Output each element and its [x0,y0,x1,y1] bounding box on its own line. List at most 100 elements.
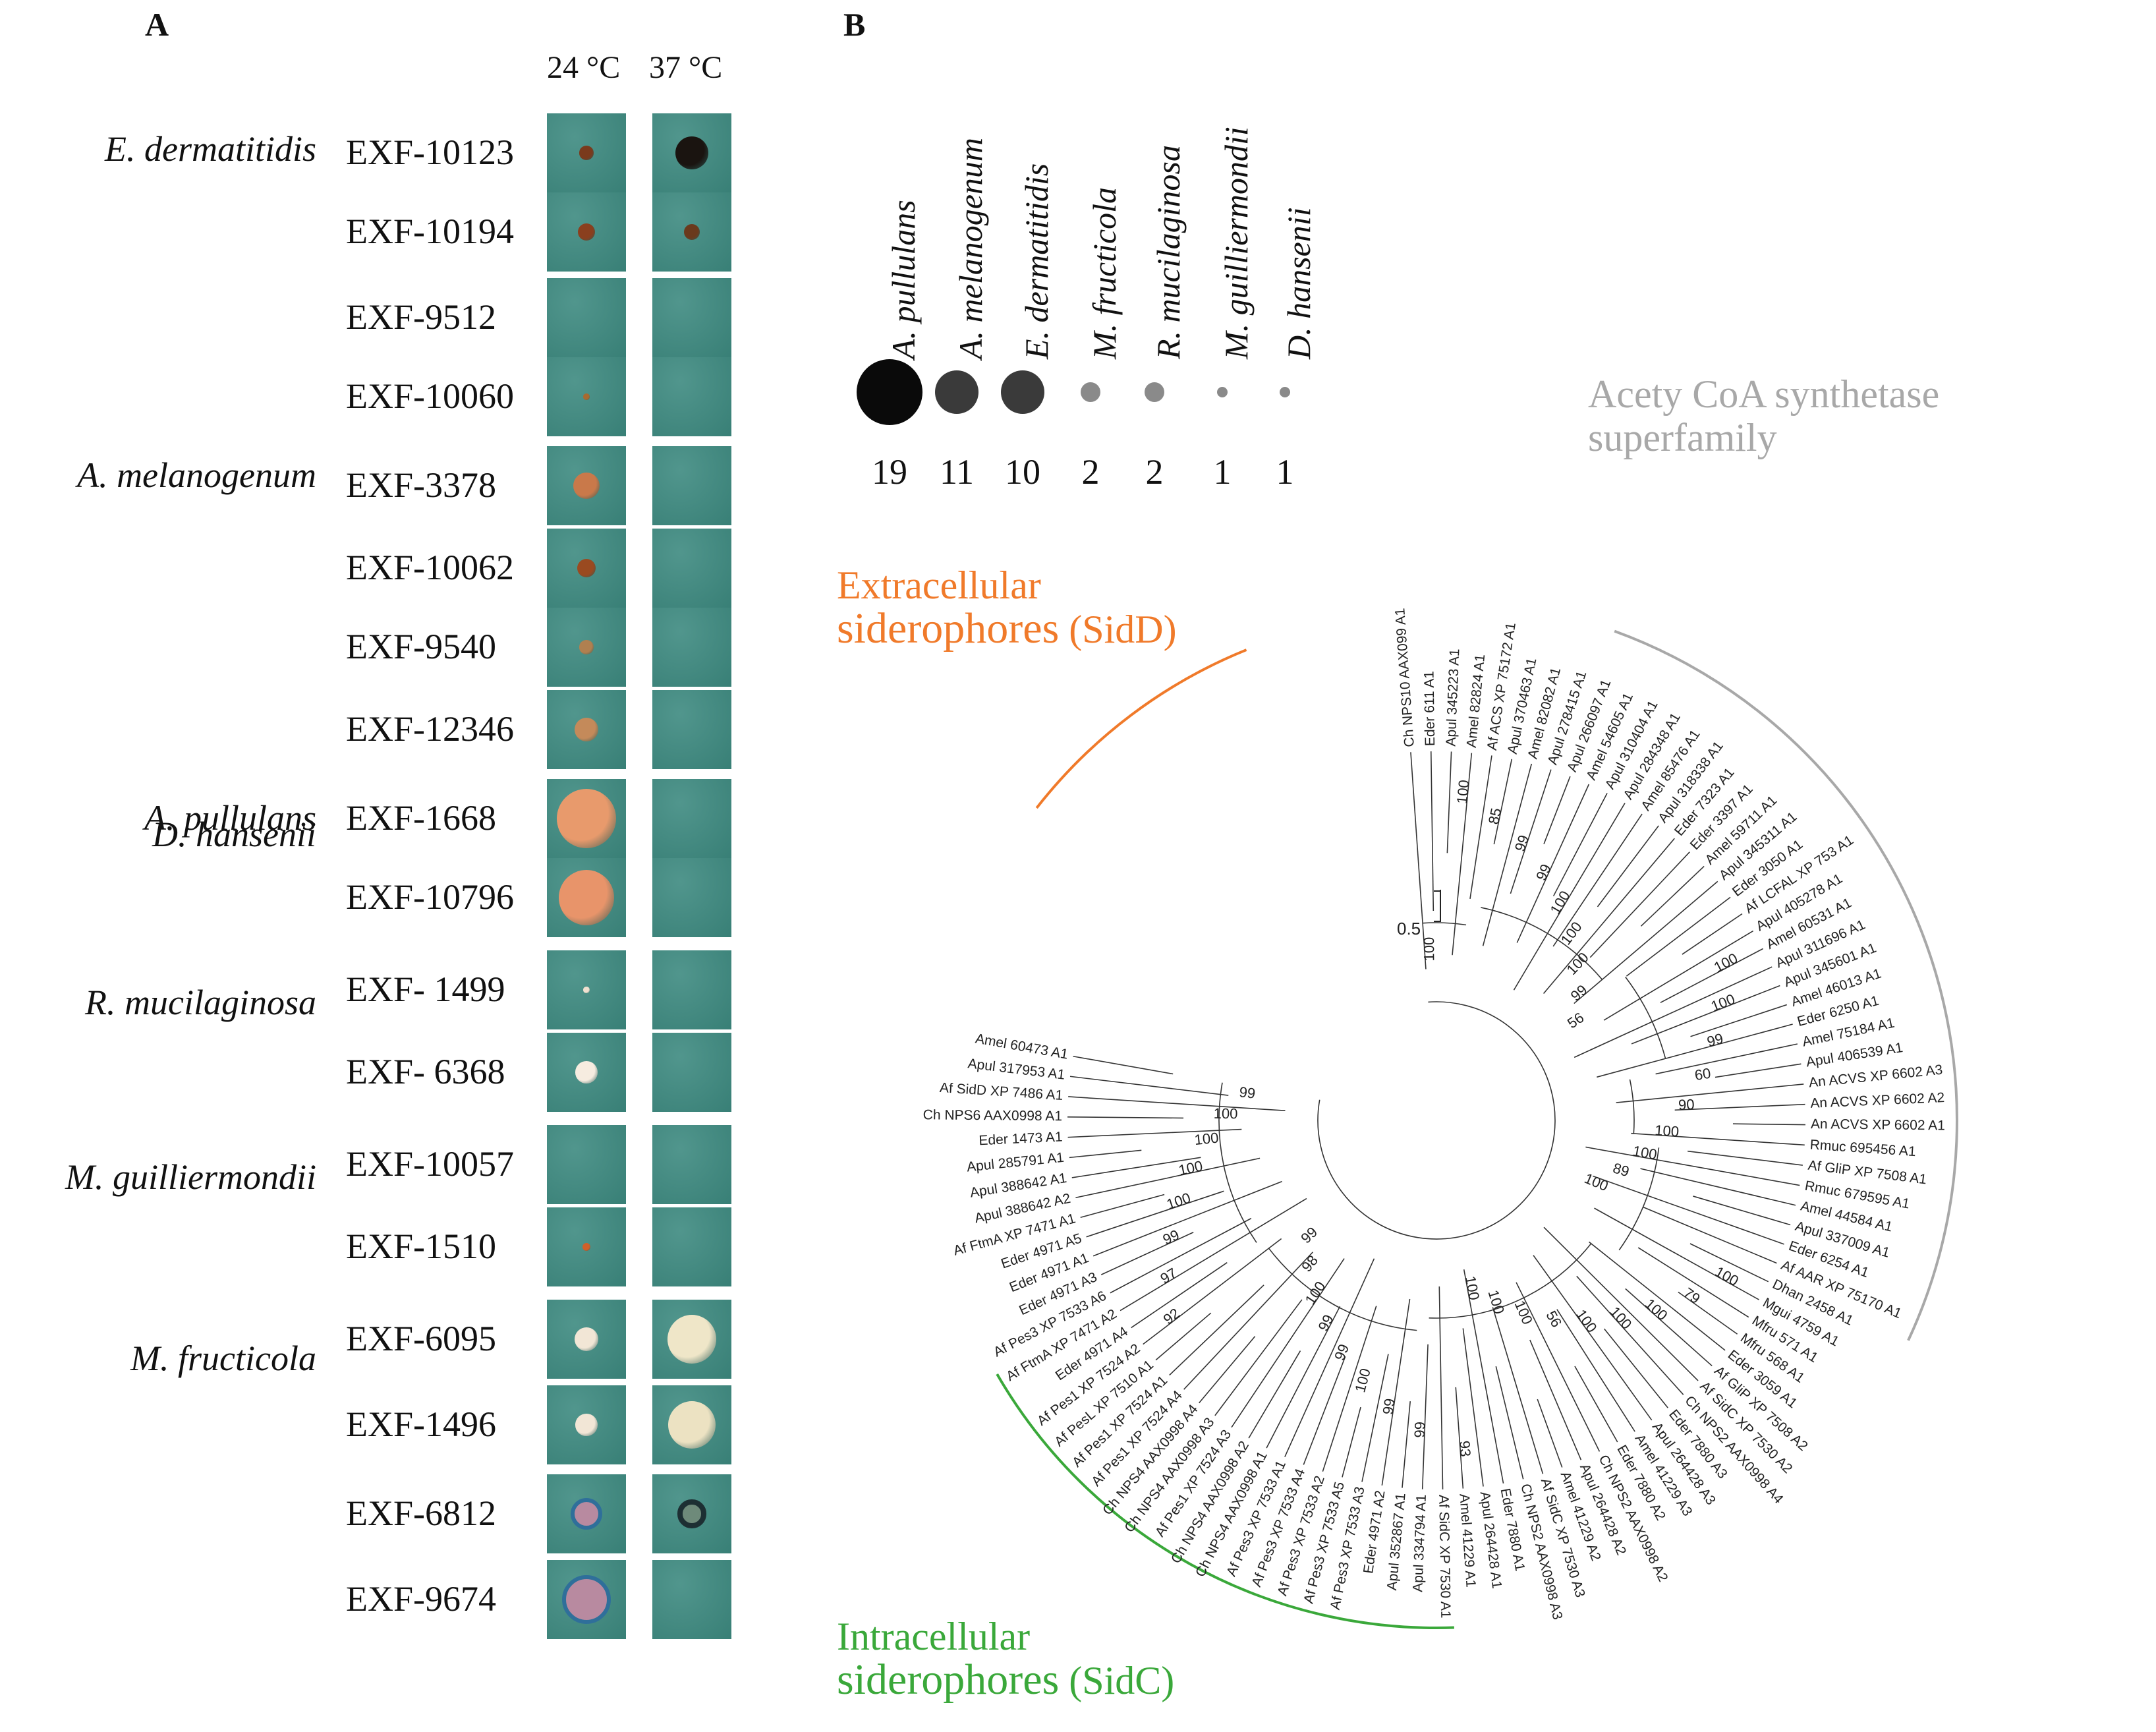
bootstrap-value: 99 [1568,981,1591,1004]
bootstrap-value: 100 [1512,1298,1536,1327]
acs-label-line2: superfamily [1588,416,1777,459]
bootstrap-value: 99 [1238,1083,1256,1102]
strain-label: EXF-3378 [346,465,496,505]
tree-clade-arc [1629,1079,1635,1134]
colony [575,1327,598,1351]
plate-37c [652,1300,731,1379]
tree-branch [1543,776,1571,844]
tree-leaf-label: Apul 334794 A1 [1410,1494,1429,1592]
species-label: M. fructicola [130,1339,316,1378]
tree-leaf-label: Amel 82824 A1 [1464,654,1488,749]
tree-leaf-label: Rmuc 695456 A1 [1809,1137,1916,1159]
tree-branch [1462,1328,1484,1487]
colony [571,1498,602,1530]
tree-branch [1574,966,1773,1058]
tree-branch [1637,1247,1749,1318]
plate-24c [547,1300,626,1379]
tree-branch [1626,896,1731,977]
strain-label: EXF-10796 [346,877,514,917]
tree-leaf-label: Apul 345223 A1 [1443,649,1462,747]
plate-24c [547,690,626,769]
legend-count: 2 [1145,452,1164,492]
legend-count-dot [1145,382,1164,402]
plate-24c [547,608,626,687]
tree-leaf-label: Eder 1473 A1 [979,1130,1063,1149]
acs-clade-arc [1614,629,1958,1341]
plate-24c [547,858,626,937]
bootstrap-value: 100 [1655,1122,1680,1140]
tree-branch [1080,1194,1165,1219]
bootstrap-value: 100 [1558,919,1585,948]
tree-branch [1069,1149,1142,1159]
species-label: D. hansenii [152,815,316,854]
tree-branch [1402,1401,1411,1488]
tree-branch [1537,1399,1563,1468]
colony [577,558,596,578]
tree-branch [1463,1269,1504,1484]
tree-leaf-label: Apul 317953 A1 [967,1056,1066,1083]
tree-branch [1616,1083,1804,1103]
scale-bar-label: 0.5 [1397,919,1421,938]
tree-branch [1529,1339,1582,1460]
strain-label: EXF-9540 [346,627,496,666]
colony [675,136,709,170]
strain-label: EXF-6095 [346,1319,496,1358]
bootstrap-value: 99 [1533,861,1554,883]
tree-leaf-label: Af SidD XP 7486 A1 [939,1080,1064,1103]
tree-clade-arc [1618,1147,1660,1251]
tree-branch [1585,1146,1800,1186]
plate-24c [547,357,626,436]
tree-branch [1604,1328,1668,1408]
tree-branch [1438,1286,1444,1489]
strain-label: EXF-10194 [346,212,514,251]
bootstrap-value: 98 [1298,1252,1321,1275]
plate-24c [547,1033,626,1112]
bootstrap-value: 56 [1543,1308,1565,1331]
tree-branch [1075,1157,1261,1199]
tree-branch [1469,755,1492,899]
bootstrap-value: 56 [1564,1009,1587,1031]
bootstrap-value: 100 [1546,888,1573,917]
tree-branch [1533,1255,1653,1421]
tree-branch [1597,1024,1793,1078]
tree-branch [1303,1356,1346,1465]
species-label: R. mucilaginosa [85,983,316,1022]
tree-branch [1455,1387,1464,1489]
bootstrap-value: 99 [1160,1227,1182,1248]
plate-37c [652,357,731,436]
tree-branch [1381,1298,1411,1486]
tree-branch [1660,948,1764,1004]
sidd-label-word: siderophores [837,604,1060,652]
plate-37c [652,278,731,357]
bootstrap-value: 90 [1678,1096,1695,1113]
sidc-label-line1: Intracellular [837,1615,1031,1658]
bootstrap-value: 100 [1462,1275,1483,1302]
bootstrap-value: 99 [1315,1312,1336,1334]
legend-count-dot [1280,387,1290,397]
sidc-label-word: siderophores [837,1656,1060,1704]
tree-branch [1552,813,1643,947]
plate-37c [652,1385,731,1464]
plate-24c [547,192,626,272]
legend-count: 2 [1081,452,1100,492]
tree-branch [1199,1336,1256,1404]
tree-branch [1552,793,1608,896]
tree-clade-arc [1423,922,1467,926]
strain-label: EXF- 1499 [346,969,505,1009]
acs-group-label: Acety CoA synthetase superfamily [1588,372,1939,459]
tree-branch [1068,1096,1286,1112]
legend-count: 1 [1276,452,1294,492]
tree-branch [1143,1238,1282,1345]
tree-leaf-label: Af SidC XP 7530 A1 [1436,1495,1453,1619]
tree-branch [1631,985,1780,1045]
colony [577,223,596,241]
strain-label: EXF-10062 [346,548,514,587]
plate-37c [652,192,731,272]
tree-branch [1410,752,1427,969]
bootstrap-value: 100 [1164,1190,1193,1213]
tree-branch [1169,1285,1264,1376]
bootstrap-value: 100 [1642,1295,1671,1323]
tree-branch [1594,1207,1759,1300]
tree-branch [1589,852,1690,958]
acs-label-line1: Acety CoA synthetase [1588,372,1940,416]
